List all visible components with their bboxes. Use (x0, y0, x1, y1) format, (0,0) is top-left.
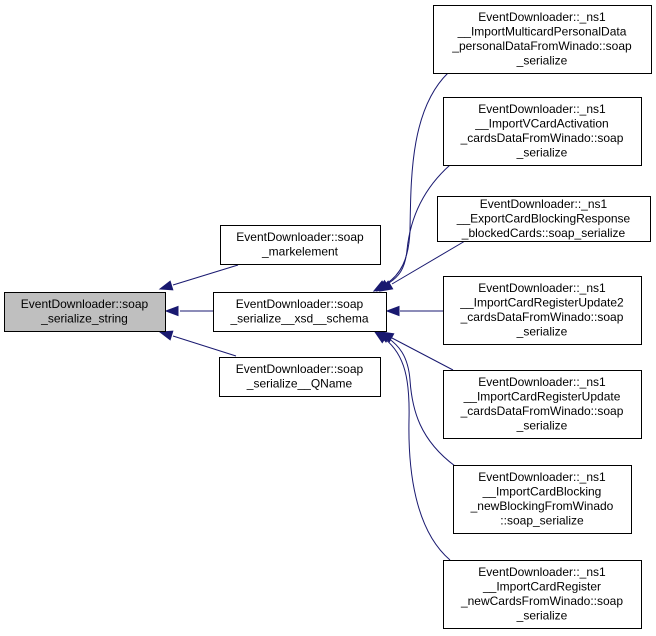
node-label-line: _serialize (516, 54, 568, 68)
edge-line (391, 337, 454, 371)
node-label-line: EventDownloader::soap (21, 297, 149, 311)
node-label-line: _blockedCards::soap_serialize (461, 226, 626, 240)
node-box[interactable] (443, 560, 642, 629)
node-n1[interactable]: EventDownloader::_ns1__ImportMulticardPe… (433, 5, 652, 74)
edge-schema-to-root (164, 305, 213, 317)
node-label-line: _serialize_string (40, 312, 128, 326)
edge-n1-to-schema (372, 72, 449, 292)
node-label-line: _cardsDataFromWinado::soap (460, 131, 624, 145)
node-label-line: __ImportCardRegisterUpdate (463, 390, 621, 404)
node-label-line: _newCardsFromWinado::soap (460, 594, 623, 608)
node-box[interactable] (433, 5, 652, 74)
node-label-line: EventDownloader::soap (236, 362, 364, 376)
node-label-line: __ImportCardRegisterUpdate2 (459, 296, 624, 310)
node-label-line: __ImportVCardActivation (474, 117, 608, 131)
nodes-layer: EventDownloader::soap_serialize_stringEv… (4, 5, 652, 629)
node-label-line: __ImportCardBlocking (482, 485, 602, 499)
node-box[interactable] (219, 357, 381, 397)
node-label-line: __ImportCardRegister (482, 580, 601, 594)
edge-n3-to-schema (378, 240, 466, 292)
edge-qname-to-root (158, 330, 237, 357)
node-label-line: _markelement (261, 245, 339, 259)
node-box[interactable] (443, 276, 642, 345)
node-box[interactable] (443, 370, 642, 439)
node-label-line: _serialize (516, 325, 568, 339)
edge-n4-to-schema (385, 305, 443, 317)
node-n5[interactable]: EventDownloader::_ns1__ImportCardRegiste… (443, 370, 642, 439)
edge-line (387, 337, 456, 467)
node-label-line: EventDownloader::_ns1 (478, 102, 606, 116)
arrowhead-icon (378, 280, 394, 292)
node-box[interactable] (220, 225, 381, 265)
edge-n7-to-schema (373, 331, 451, 561)
node-label-line: _personalDataFromWinado::soap (451, 39, 632, 53)
node-label-line: EventDownloader::_ns1 (478, 470, 606, 484)
edge-markelement-to-root (158, 264, 239, 291)
node-label-line: EventDownloader::soap (236, 230, 364, 244)
node-n4[interactable]: EventDownloader::_ns1__ImportCardRegiste… (443, 276, 642, 345)
node-box[interactable] (443, 97, 642, 166)
node-label-line: EventDownloader::_ns1 (478, 375, 606, 389)
node-box[interactable] (213, 292, 387, 332)
node-n2[interactable]: EventDownloader::_ns1__ImportVCardActiva… (443, 97, 642, 166)
node-label-line: EventDownloader::_ns1 (478, 565, 606, 579)
node-box[interactable] (4, 292, 166, 332)
node-label-line: __ImportMulticardPersonalData (457, 25, 627, 39)
node-label-line: _serialize__QName (246, 377, 353, 391)
node-label-line: _serialize (516, 419, 568, 433)
node-label-line: EventDownloader::_ns1 (478, 281, 606, 295)
node-schema[interactable]: EventDownloader::soap_serialize__xsd__sc… (213, 292, 387, 332)
node-box[interactable] (437, 196, 651, 242)
edge-line (385, 72, 449, 285)
edge-line (172, 264, 239, 286)
node-label-line: EventDownloader::soap (236, 297, 364, 311)
node-n7[interactable]: EventDownloader::_ns1__ImportCardRegiste… (443, 560, 642, 629)
arrowhead-icon (385, 305, 400, 317)
arrowhead-icon (158, 280, 174, 291)
arrowhead-icon (373, 331, 389, 344)
node-label-line: _serialize (516, 609, 568, 623)
edge-n5-to-schema (379, 331, 454, 371)
edge-line (391, 240, 466, 285)
node-qname[interactable]: EventDownloader::soap_serialize__QName (219, 357, 381, 397)
node-root[interactable]: EventDownloader::soap_serialize_string (4, 292, 166, 332)
edges-layer (158, 72, 466, 561)
node-label-line: __ExportCardBlockingResponse (456, 211, 631, 225)
node-label-line: _serialize__xsd__schema (229, 312, 368, 326)
node-label-line: EventDownloader::_ns1 (480, 197, 608, 211)
node-markelement[interactable]: EventDownloader::soap_markelement (220, 225, 381, 265)
node-label-line: _newBlockingFromWinado (470, 499, 614, 513)
node-label-line: EventDownloader::_ns1 (478, 10, 606, 24)
node-box[interactable] (453, 465, 632, 534)
arrowhead-icon (158, 330, 174, 341)
edge-line (388, 164, 451, 284)
node-label-line: ::soap_serialize (500, 514, 584, 528)
node-label-line: _cardsDataFromWinado::soap (460, 310, 624, 324)
node-n6[interactable]: EventDownloader::_ns1__ImportCardBlockin… (453, 465, 632, 534)
edge-line (172, 335, 237, 357)
node-n3[interactable]: EventDownloader::_ns1__ExportCardBlockin… (437, 196, 651, 242)
edge-line (384, 338, 451, 561)
arrowhead-icon (164, 305, 179, 317)
node-label-line: _serialize (516, 146, 568, 160)
node-label-line: _cardsDataFromWinado::soap (460, 404, 624, 418)
